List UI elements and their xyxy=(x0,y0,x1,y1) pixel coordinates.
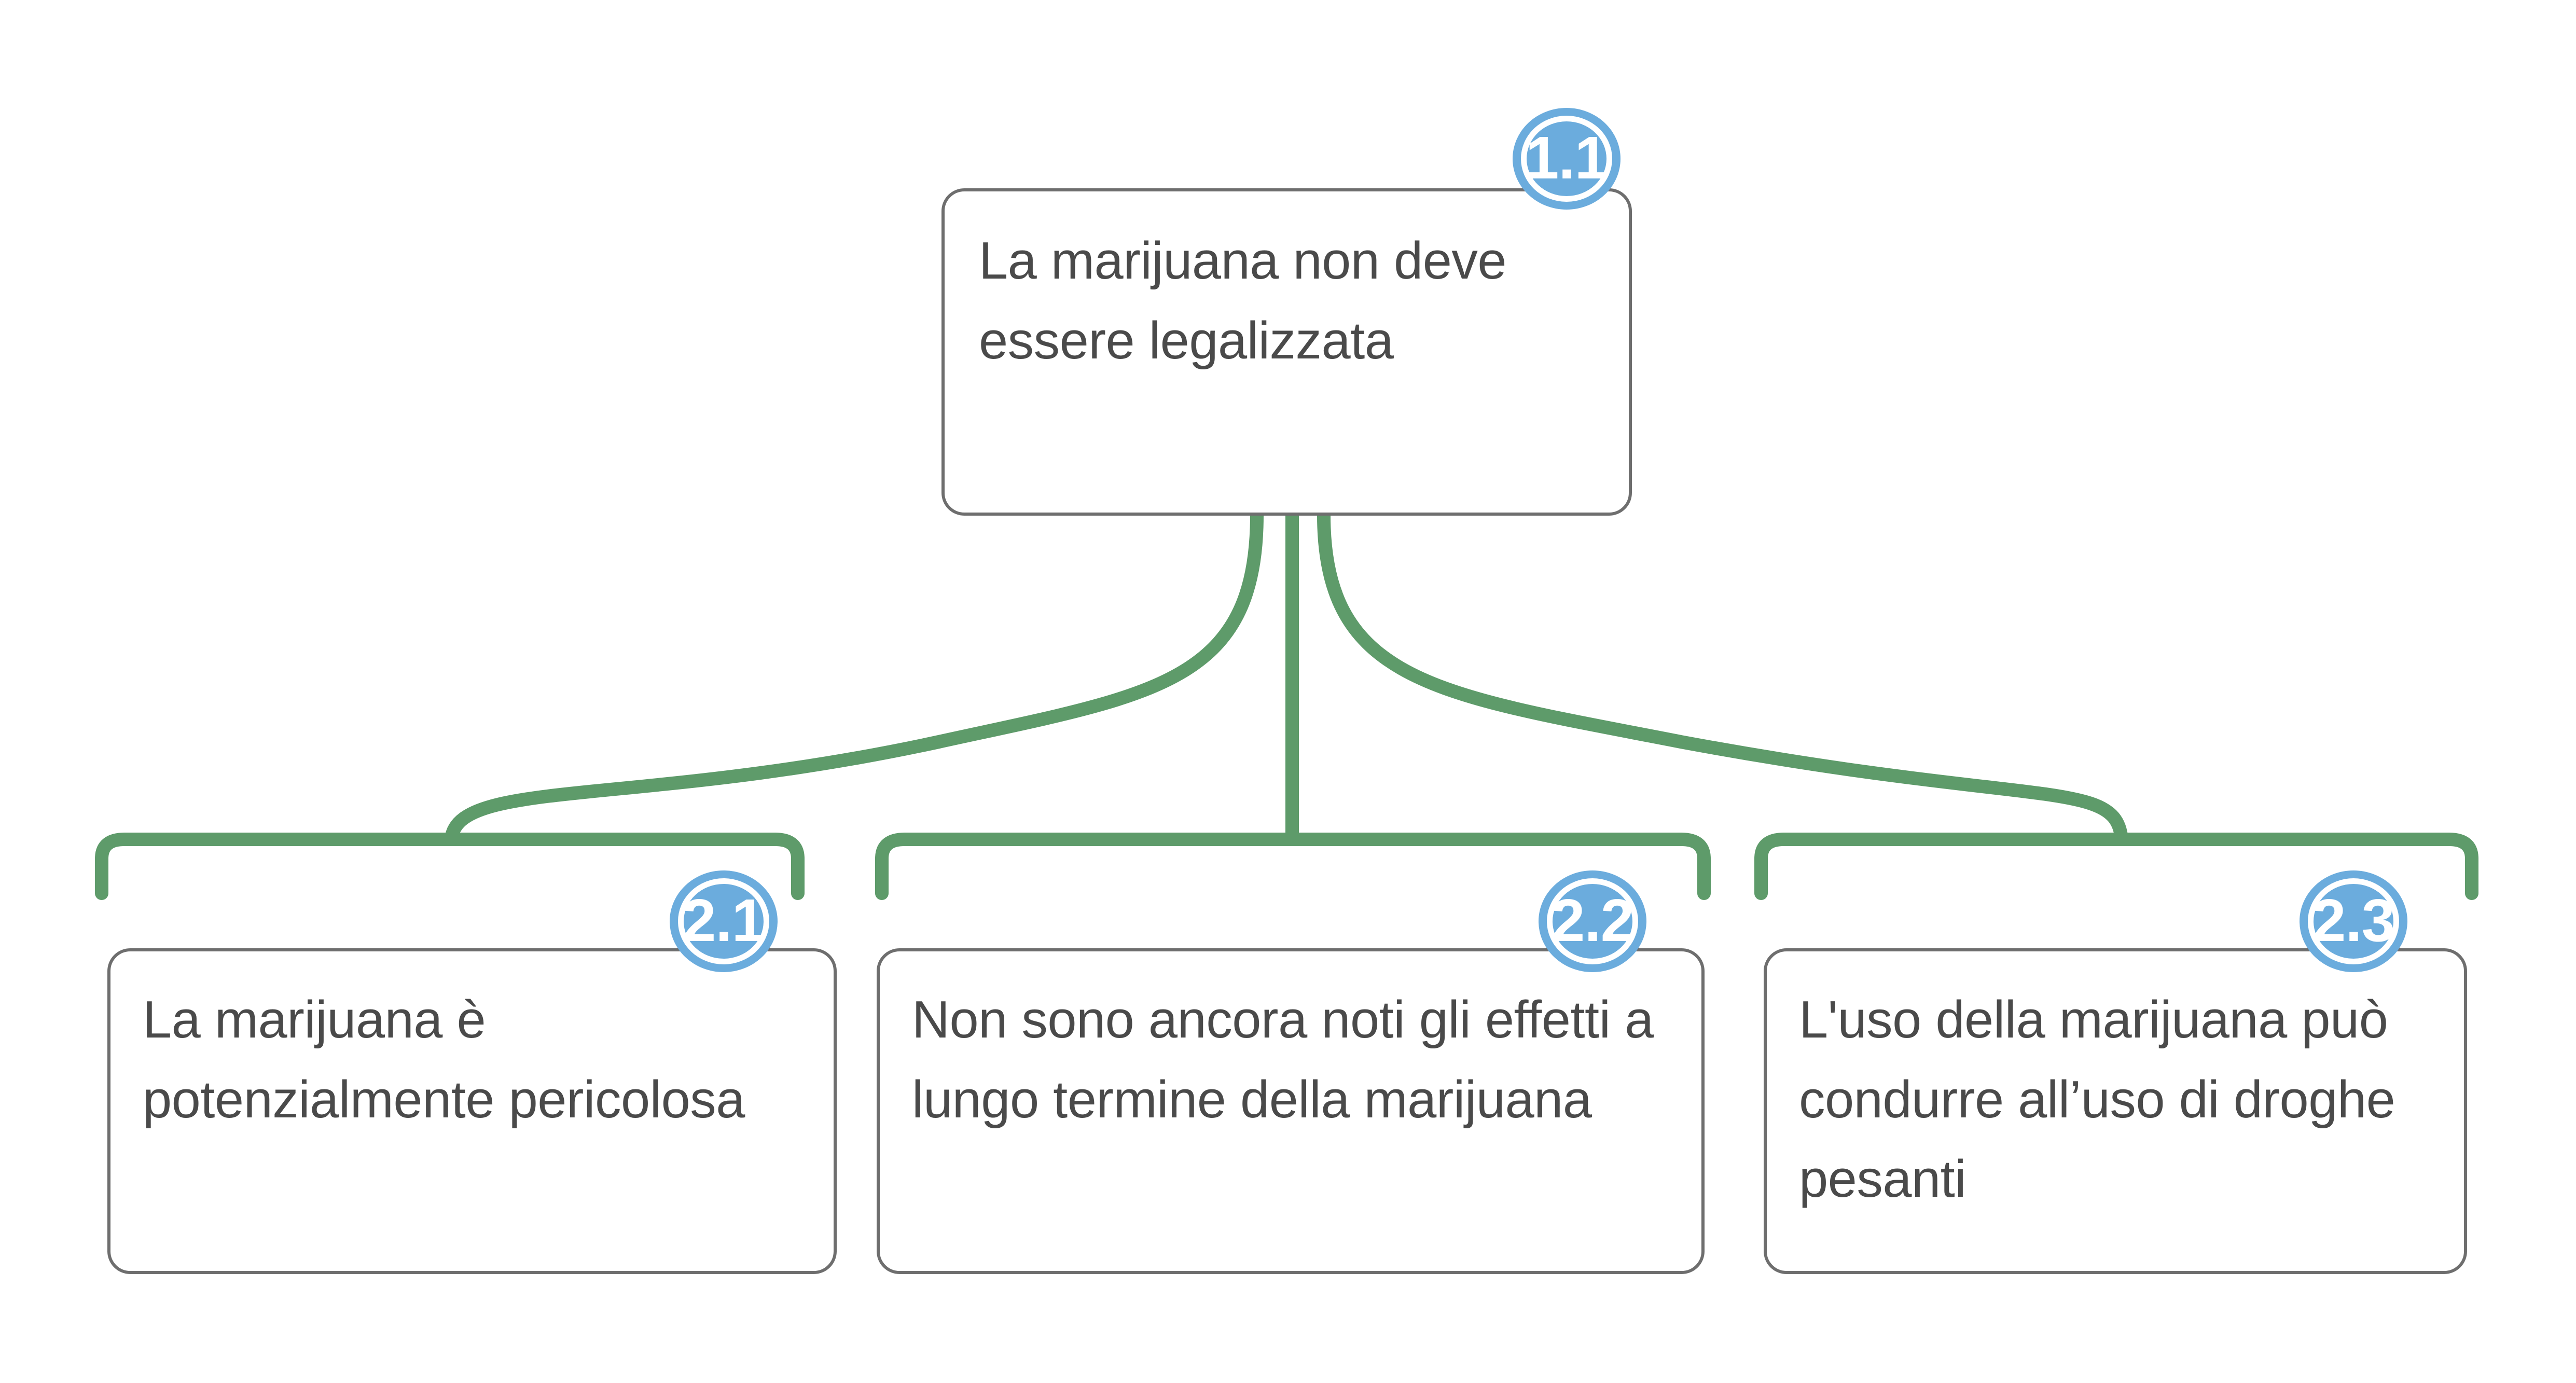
badge-1-1[interactable]: 1.1 xyxy=(1513,108,1621,210)
node-2-3[interactable]: L'uso della marijuana può condurre all’u… xyxy=(1764,948,2467,1274)
node-2-1[interactable]: La marijuana è potenzialmente pericolosa xyxy=(107,948,837,1274)
badge-2-2-label: 2.2 xyxy=(1551,887,1634,954)
node-2-2[interactable]: Non sono ancora noti gli effetti a lungo… xyxy=(877,948,1705,1274)
node-2-3-text: L'uso della marijuana può condurre all’u… xyxy=(1799,991,2395,1209)
node-2-1-text: La marijuana è potenzialmente pericolosa xyxy=(143,991,745,1129)
edge-1-1-to-2-1 xyxy=(445,508,1264,846)
edge-1-1-to-2-3 xyxy=(1317,508,2128,846)
badge-2-1-label: 2.1 xyxy=(682,887,765,954)
badge-2-3[interactable]: 2.3 xyxy=(2300,870,2407,972)
node-2-2-text: Non sono ancora noti gli effetti a lungo… xyxy=(912,991,1654,1129)
badge-2-2[interactable]: 2.2 xyxy=(1539,870,1646,972)
badge-1-1-label: 1.1 xyxy=(1525,124,1608,191)
badge-2-1[interactable]: 2.1 xyxy=(670,870,778,972)
node-1-1-text: La marijuana non deve essere legalizzata xyxy=(979,232,1507,370)
badge-2-3-label: 2.3 xyxy=(2312,887,2395,954)
node-1-1[interactable]: La marijuana non deve essere legalizzata xyxy=(941,188,1632,516)
